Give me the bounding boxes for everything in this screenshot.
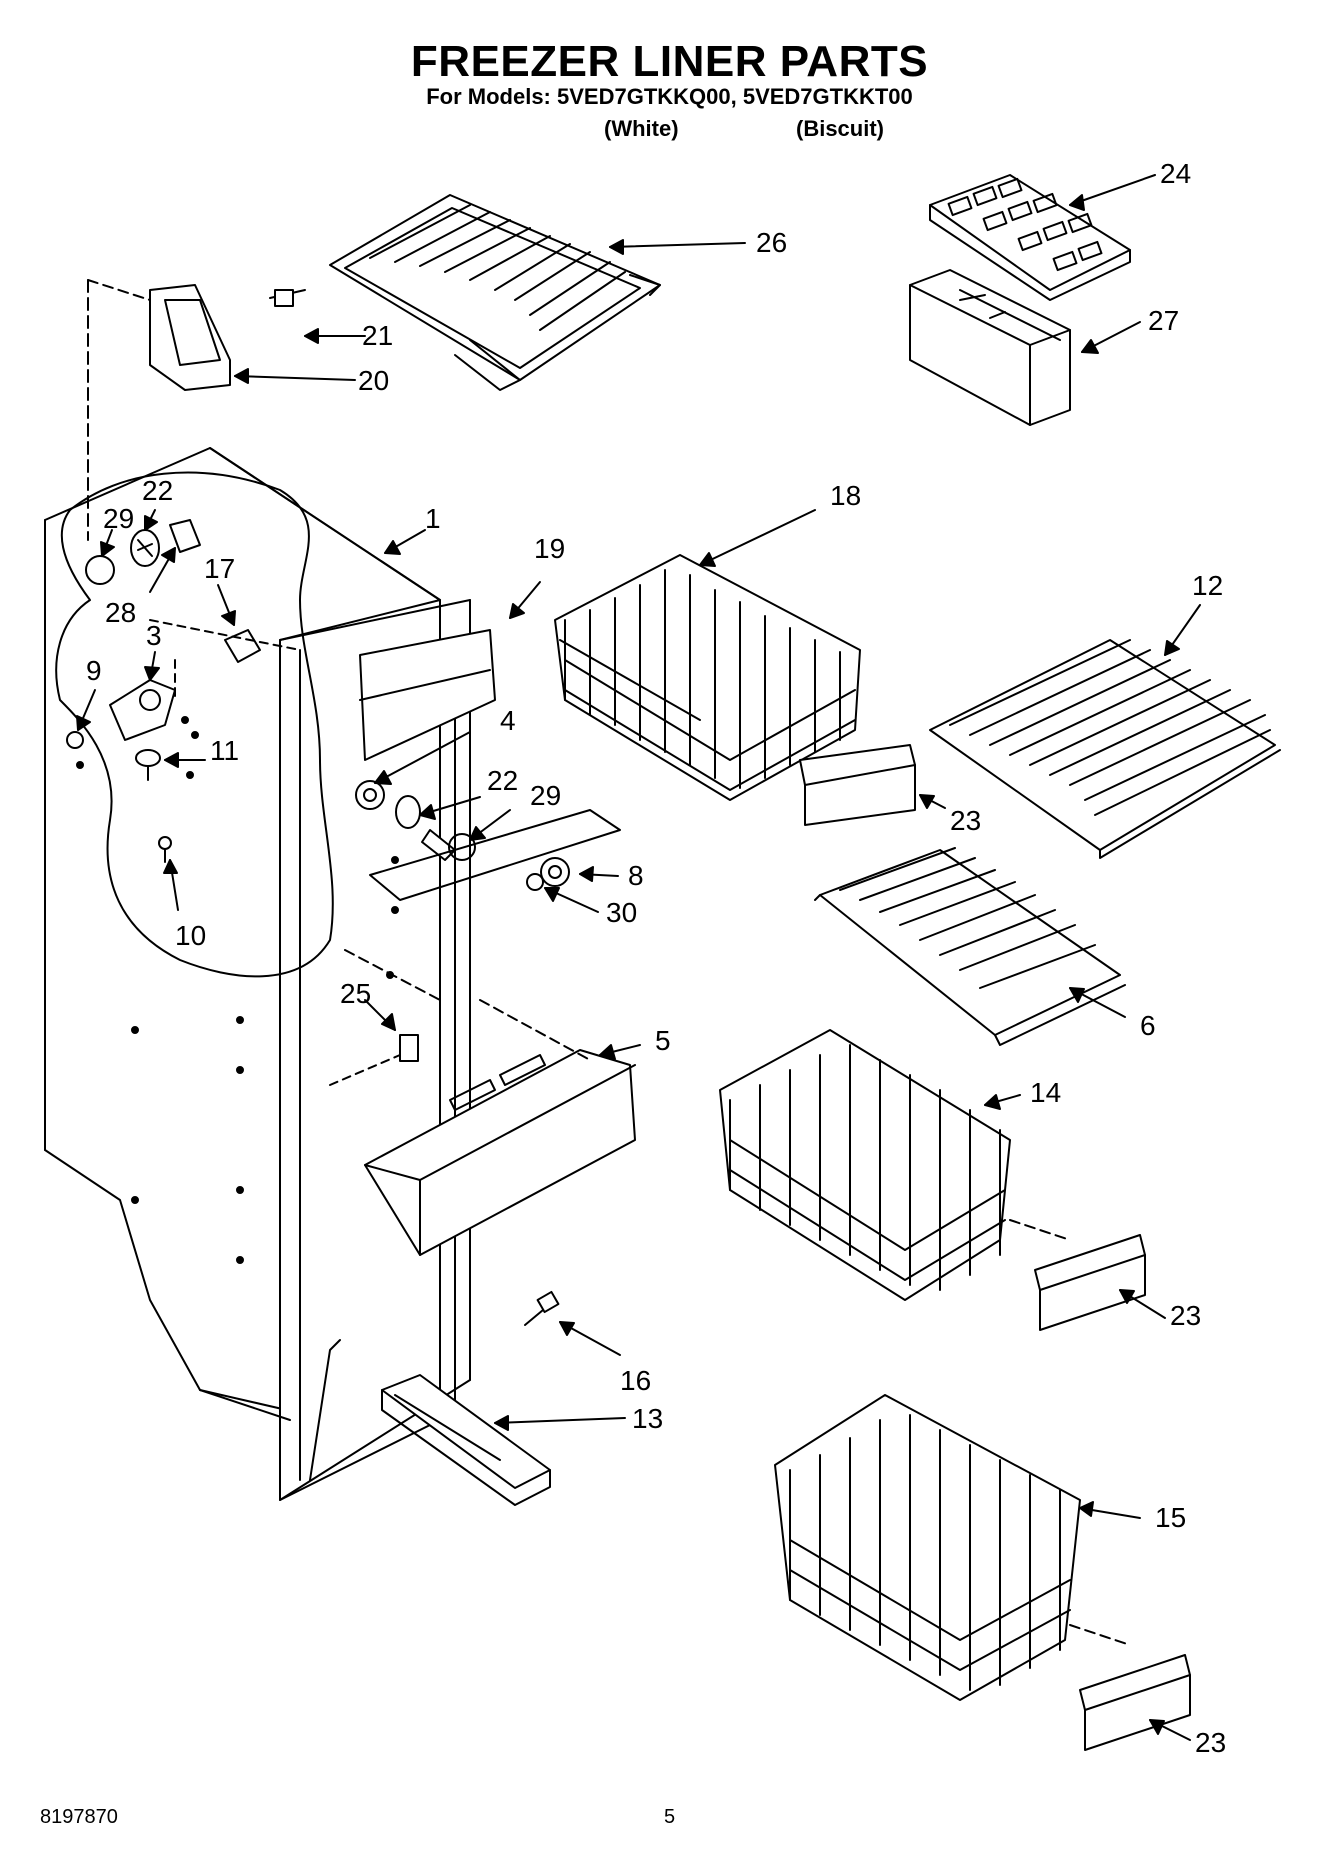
callout-23c: 23 — [1195, 1727, 1226, 1758]
part-11-plug — [135, 749, 161, 781]
part-15-basket — [774, 1394, 1081, 1701]
part-6-shelf — [814, 847, 1126, 1046]
callout-20: 20 — [358, 365, 389, 396]
callout-16: 16 — [620, 1365, 651, 1396]
callout-11: 11 — [210, 735, 239, 766]
callout-30: 30 — [606, 897, 637, 928]
callout-3: 3 — [146, 620, 162, 651]
part-9-screw — [66, 731, 84, 749]
callout-13: 13 — [632, 1403, 663, 1434]
callout-25: 25 — [340, 978, 371, 1009]
models-line: For Models: 5VED7GTKKQ00, 5VED7GTKKT00 — [426, 84, 913, 109]
part-18-basket — [554, 554, 861, 801]
part-29-knob-left — [85, 555, 115, 585]
callout-29a: 29 — [103, 503, 134, 534]
part-8-grommet — [540, 857, 570, 887]
part-26-shelf — [329, 194, 661, 391]
callout-23b: 23 — [1170, 1300, 1201, 1331]
callout-28: 28 — [105, 597, 136, 628]
part-16-screw — [524, 1290, 560, 1326]
part-22-dial-right — [395, 795, 421, 829]
callout-12: 12 — [1192, 570, 1223, 601]
part-3-thermostat — [109, 679, 176, 741]
callout-14: 14 — [1030, 1077, 1061, 1108]
part-5-duct — [364, 999, 636, 1256]
part-14-basket — [719, 1029, 1011, 1301]
callout-29b: 29 — [530, 780, 561, 811]
callout-17: 17 — [204, 553, 235, 584]
callout-22a: 22 — [142, 475, 173, 506]
callout-21: 21 — [362, 320, 393, 351]
page-number: 5 — [664, 1806, 676, 1828]
part-23-rail-c — [1079, 1654, 1191, 1751]
page-header: FREEZER LINER PARTS For Models: 5VED7GTK… — [0, 38, 1339, 110]
callout-26: 26 — [756, 227, 787, 258]
part-22-dial-left — [130, 529, 160, 567]
part-24-ice-tray — [929, 174, 1131, 301]
callout-1: 1 — [425, 503, 441, 534]
part-12-shelf — [929, 639, 1281, 859]
callout-labels: 24 26 27 21 20 22 29 1 19 18 12 17 28 3 … — [86, 158, 1226, 1758]
part-23-rail-a — [799, 744, 916, 826]
callout-8: 8 — [628, 860, 644, 891]
callout-22b: 22 — [487, 765, 518, 796]
part-10-screw — [158, 836, 172, 863]
part-21-screw — [269, 289, 306, 307]
callout-15: 15 — [1155, 1502, 1186, 1533]
part-25-switch — [399, 1034, 419, 1062]
callout-23a: 23 — [950, 805, 981, 836]
part-17-clip — [224, 629, 261, 663]
callout-9: 9 — [86, 655, 102, 686]
part-27-ice-bin — [909, 269, 1071, 426]
callout-24: 24 — [1160, 158, 1191, 189]
callout-19: 19 — [534, 533, 565, 564]
part-30-screw — [526, 873, 544, 891]
part-13-rail — [381, 1374, 551, 1506]
callout-4: 4 — [500, 705, 516, 736]
callout-5: 5 — [655, 1025, 671, 1056]
callout-10: 10 — [175, 920, 206, 951]
color-biscuit-label: (Biscuit) — [796, 116, 884, 141]
part-28-control — [169, 519, 201, 553]
leader-lines — [76, 174, 1201, 1741]
callout-27: 27 — [1148, 305, 1179, 336]
callout-6: 6 — [1140, 1010, 1156, 1041]
part-23-rail-b — [1034, 1234, 1146, 1331]
doc-number: 8197870 — [40, 1806, 118, 1828]
page-title: FREEZER LINER PARTS — [410, 37, 929, 86]
color-white-label: (White) — [604, 116, 679, 141]
part-20-bracket — [149, 284, 231, 391]
callout-18: 18 — [830, 480, 861, 511]
part-19-cover — [359, 629, 496, 761]
part-4-housing — [355, 780, 385, 810]
